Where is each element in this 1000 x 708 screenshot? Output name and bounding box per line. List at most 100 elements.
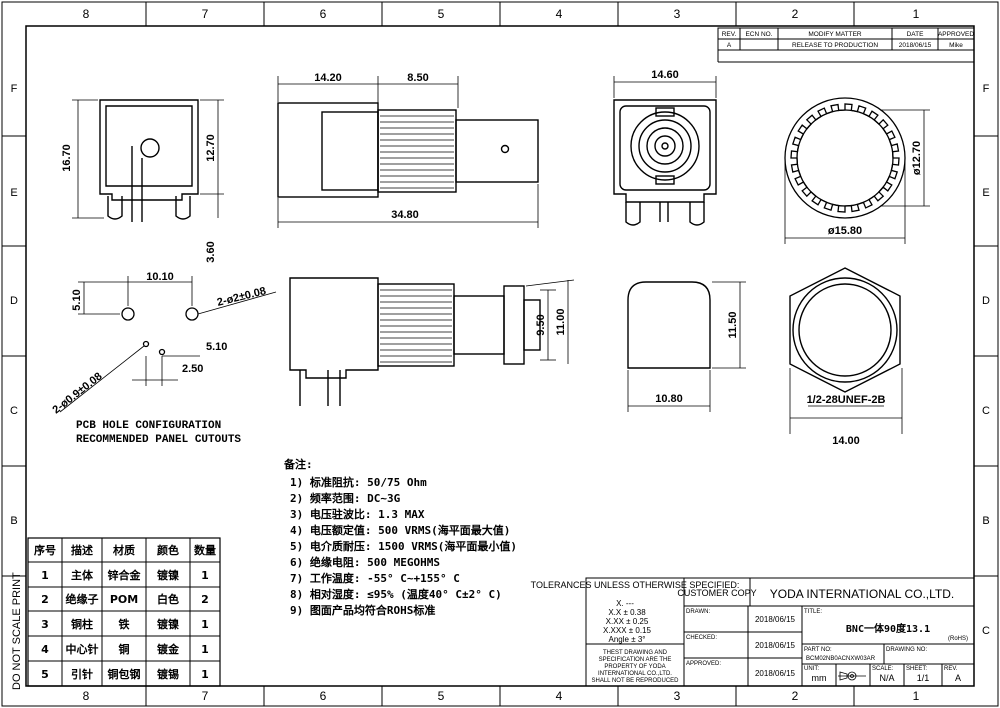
dims-ring [784, 109, 930, 244]
bom-cell: 1 [41, 569, 49, 582]
bom-cell: 4 [41, 643, 49, 656]
col-label: 2 [792, 689, 799, 703]
col-label: 1 [913, 689, 920, 703]
row-label: F [983, 83, 990, 95]
part-number: BCM02NB0ACNXW03AR [806, 656, 876, 662]
dim-front-total: 34.80 [391, 209, 419, 221]
ring-teeth [790, 103, 900, 213]
projection-symbol-icon [838, 671, 866, 681]
bom-cell: 3 [41, 618, 49, 631]
company-name: YODA INTERNATIONAL CO.,LTD. [770, 587, 954, 601]
bom-header: 数量 [194, 543, 216, 557]
note-item: 6) 绝缘电阻: 500 MEGOHMS [290, 555, 440, 569]
row-label: F [11, 83, 18, 95]
drawing-no-label: DRAWING NO: [886, 647, 927, 653]
front-view-bottom [289, 277, 541, 406]
dim-side-width: 14.60 [651, 69, 679, 81]
row-label: B [982, 515, 989, 527]
dims-cutout [627, 281, 746, 412]
col-label: 7 [202, 689, 209, 703]
revision-table: REV. ECN NO. MODIFY MATTER DATE APPROVED… [717, 27, 975, 51]
dims-left-view [72, 99, 224, 219]
bom-cell: 锌合金 [108, 568, 142, 582]
bom-cell: 镀镍 [157, 568, 179, 582]
dim-cutout-height: 11.50 [727, 312, 739, 339]
dim-bottom-h1: 9.50 [535, 314, 547, 335]
col-label: 6 [320, 689, 327, 703]
title-block: TOLERANCES UNLESS OTHERWISE SPECIFIED: X… [531, 577, 975, 687]
col-label: 3 [674, 7, 681, 21]
side-view-left [99, 99, 199, 222]
dim-cutout-width: 10.80 [655, 393, 683, 405]
col-label: 4 [556, 689, 563, 703]
rev-label: REV. [944, 666, 958, 672]
bom-cell: 白色 [157, 592, 179, 606]
approved-date: 2018/06/15 [755, 669, 796, 678]
col-label: 4 [556, 7, 563, 21]
bom-cell: 1 [201, 618, 209, 631]
column-labels-top: 8 7 6 5 4 3 2 1 [83, 7, 920, 21]
bom-cell: 1 [201, 643, 209, 656]
bom-cell: 绝缘子 [66, 592, 99, 606]
bom-cell: 主体 [71, 568, 94, 582]
rev-value: A [727, 42, 732, 49]
drawing-title: BNC一体90度13.1 [846, 622, 930, 635]
bom-cell: 镀金 [157, 642, 180, 656]
row-label: B [10, 515, 17, 527]
row-labels: F E D C B F E D C B C [10, 83, 990, 637]
unit-value: mm [812, 673, 827, 683]
dim-pcb-small-dx: 5.10 [206, 341, 227, 353]
bom-table: 序号 描述 材质 颜色 数量 1 主体 锌合金 镀镍 1 2 绝缘子 POM 白… [27, 537, 221, 687]
drawn-date: 2018/06/15 [755, 615, 796, 624]
dim-pcb-holes-small: 2-ø0.9±0.08 [50, 370, 104, 416]
knurl-top [380, 115, 454, 189]
dims-front-top [277, 76, 539, 228]
dims-front-bottom [525, 279, 575, 364]
dim-left-height-b: 12.70 [205, 134, 217, 162]
date-header: DATE [907, 31, 925, 38]
dims-side-right [613, 76, 717, 98]
row-label: D [982, 295, 990, 307]
col-label: 5 [438, 689, 445, 703]
tolerance-line: X. --- [616, 599, 634, 608]
hex-nut [789, 267, 901, 393]
note-item: 5) 电介质耐压: 1500 VRMS(海平面最小值) [290, 539, 517, 553]
date-value: 2018/06/15 [899, 42, 932, 49]
dim-pin-length: 3.60 [205, 241, 217, 262]
approved-header: APPROVED [938, 31, 974, 38]
notes-title: 备注: [283, 457, 313, 471]
bom-cell: 2 [201, 593, 209, 606]
bom-header: 材质 [113, 543, 135, 557]
do-not-scale-label: DO NOT SCALE PRINT [11, 572, 23, 690]
disclaimer-line: PROPERTY OF YODA [604, 664, 665, 670]
dim-left-height: 16.70 [61, 144, 73, 172]
knurl-bottom [380, 289, 452, 363]
dim-hex-width: 14.00 [832, 435, 860, 447]
note-item: 7) 工作温度: -55° C~+155° C [290, 571, 460, 585]
drawn-label: DRAWN: [686, 609, 710, 615]
checked-date: 2018/06/15 [755, 641, 796, 650]
front-view-top [277, 102, 539, 198]
dim-pcb-small-dy: 2.50 [182, 363, 203, 375]
tolerance-line: X.XXX ± 0.15 [603, 626, 652, 635]
col-label: 8 [83, 689, 90, 703]
bom-cell: 铜 [118, 642, 130, 656]
bom-cell: 镀镍 [157, 617, 179, 631]
approved-label: APPROVED: [686, 661, 721, 667]
ring-view [784, 97, 906, 219]
disclaimer-line: INTERNATIONAL CO.,LTD. [598, 671, 672, 677]
ecn-header: ECN NO. [745, 31, 772, 38]
col-label: 7 [202, 7, 209, 21]
note-item: 3) 电压驻波比: 1.3 MAX [290, 507, 425, 521]
row-label: C [982, 625, 990, 637]
modify-value: RELEASE TO PRODUCTION [792, 42, 878, 49]
dim-thread: 1/2-28UNEF-2B [807, 394, 886, 406]
disclaimer-line: SHALL NOT BE REPRODUCED [591, 678, 679, 684]
disclaimer-line: SPECIFICATION ARE THE [599, 657, 672, 663]
bom-cell: 1 [201, 569, 209, 582]
pcb-caption-line2: RECOMMENDED PANEL CUTOUTS [76, 434, 241, 446]
bom-cell: 2 [41, 593, 49, 606]
tolerance-line: Angle ± 3° [609, 635, 646, 644]
